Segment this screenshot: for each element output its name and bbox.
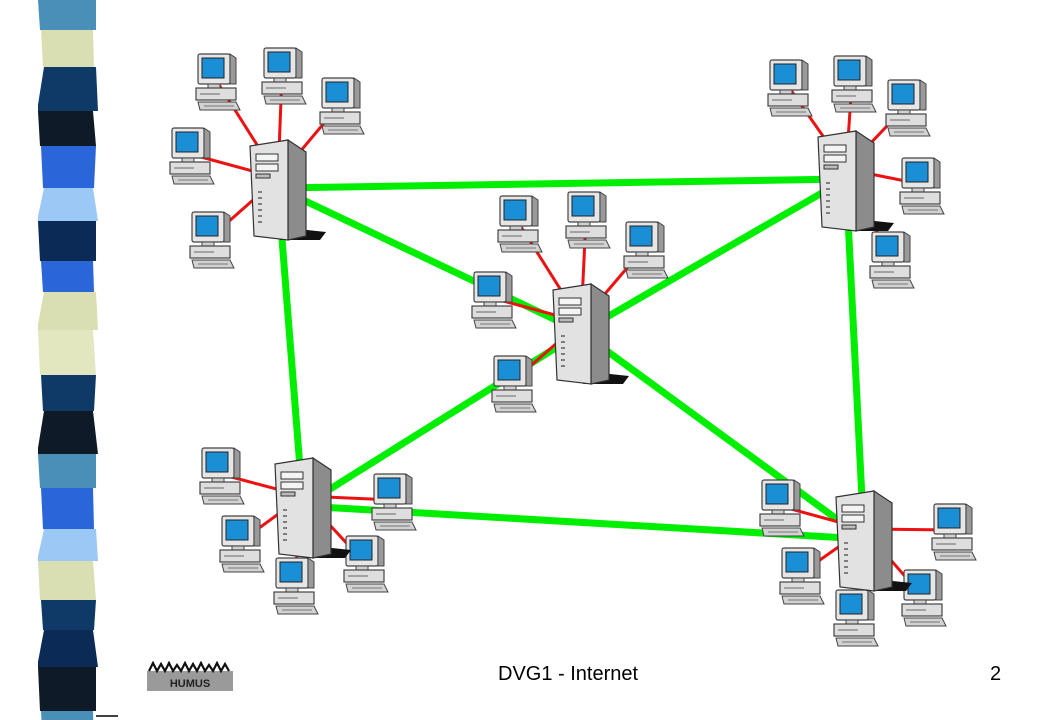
workstation-icon: [931, 503, 977, 561]
band-segment: [37, 67, 98, 111]
workstation-icon: [343, 535, 389, 593]
band-segment: [37, 630, 98, 667]
band-segment: [38, 111, 96, 146]
workstation-icon: [491, 355, 537, 413]
network-nodes: [169, 47, 977, 647]
server-top-left-icon: [249, 138, 326, 241]
band-segment: [37, 188, 98, 221]
band-segment: [38, 454, 96, 488]
backbone-link-server-top-left-server-top-right: [277, 175, 847, 192]
workstation-icon: [169, 127, 215, 185]
slide-page-number: 2: [990, 663, 1002, 685]
band-segment: [41, 375, 96, 411]
workstation-icon: [623, 221, 669, 279]
workstation-icon: [885, 79, 931, 137]
workstation-icon: [189, 211, 235, 269]
workstation-icon: [273, 557, 319, 615]
svg-text:HUMUS: HUMUS: [170, 678, 210, 690]
band-segment: [41, 261, 94, 292]
workstation-icon: [767, 59, 813, 117]
slide-footer-title: DVG1 - Internet: [498, 663, 639, 685]
band-segment: [38, 221, 96, 261]
backbone-link-server-top-right-server-bottom-right: [842, 178, 868, 540]
workstation-icon: [779, 547, 825, 605]
workstation-icon: [869, 231, 915, 289]
band-segment: [41, 146, 96, 188]
backbone-link-server-top-left-server-bottom-left: [274, 187, 307, 507]
institution-logo: HUMUS: [147, 661, 233, 691]
decorative-left-band: [0, 0, 118, 720]
band-segment: [37, 411, 98, 454]
band-segment: [41, 30, 94, 67]
band-segment: [41, 600, 96, 630]
workstation-icon: [319, 77, 365, 135]
workstation-icon: [261, 47, 307, 105]
backbone-link-server-center-server-bottom-right: [578, 329, 867, 542]
band-segment: [41, 488, 94, 529]
backbone-link-server-top-right-server-center: [579, 175, 848, 336]
band-segment: [41, 711, 94, 720]
band-segment: [37, 529, 98, 561]
workstation-icon: [471, 271, 517, 329]
workstation-icon: [199, 447, 245, 505]
band-segment: [38, 561, 96, 600]
workstation-icon: [831, 55, 877, 113]
workstation-icon: [901, 569, 947, 627]
workstation-icon: [565, 191, 611, 249]
server-center-icon: [552, 282, 629, 385]
workstation-icon: [759, 479, 805, 537]
workstation-icon: [833, 589, 879, 647]
server-bottom-left-icon: [274, 456, 351, 559]
workstation-icon: [195, 53, 241, 111]
band-segment: [38, 667, 96, 711]
band-segment: [38, 0, 96, 30]
band-segment: [38, 330, 96, 375]
workstation-icon: [219, 515, 265, 573]
workstation-icon: [497, 195, 543, 253]
server-top-right-icon: [817, 129, 894, 232]
workstation-icon: [371, 473, 417, 531]
band-segment: [37, 292, 98, 330]
server-bottom-right-icon: [835, 489, 912, 592]
workstation-icon: [899, 157, 945, 215]
